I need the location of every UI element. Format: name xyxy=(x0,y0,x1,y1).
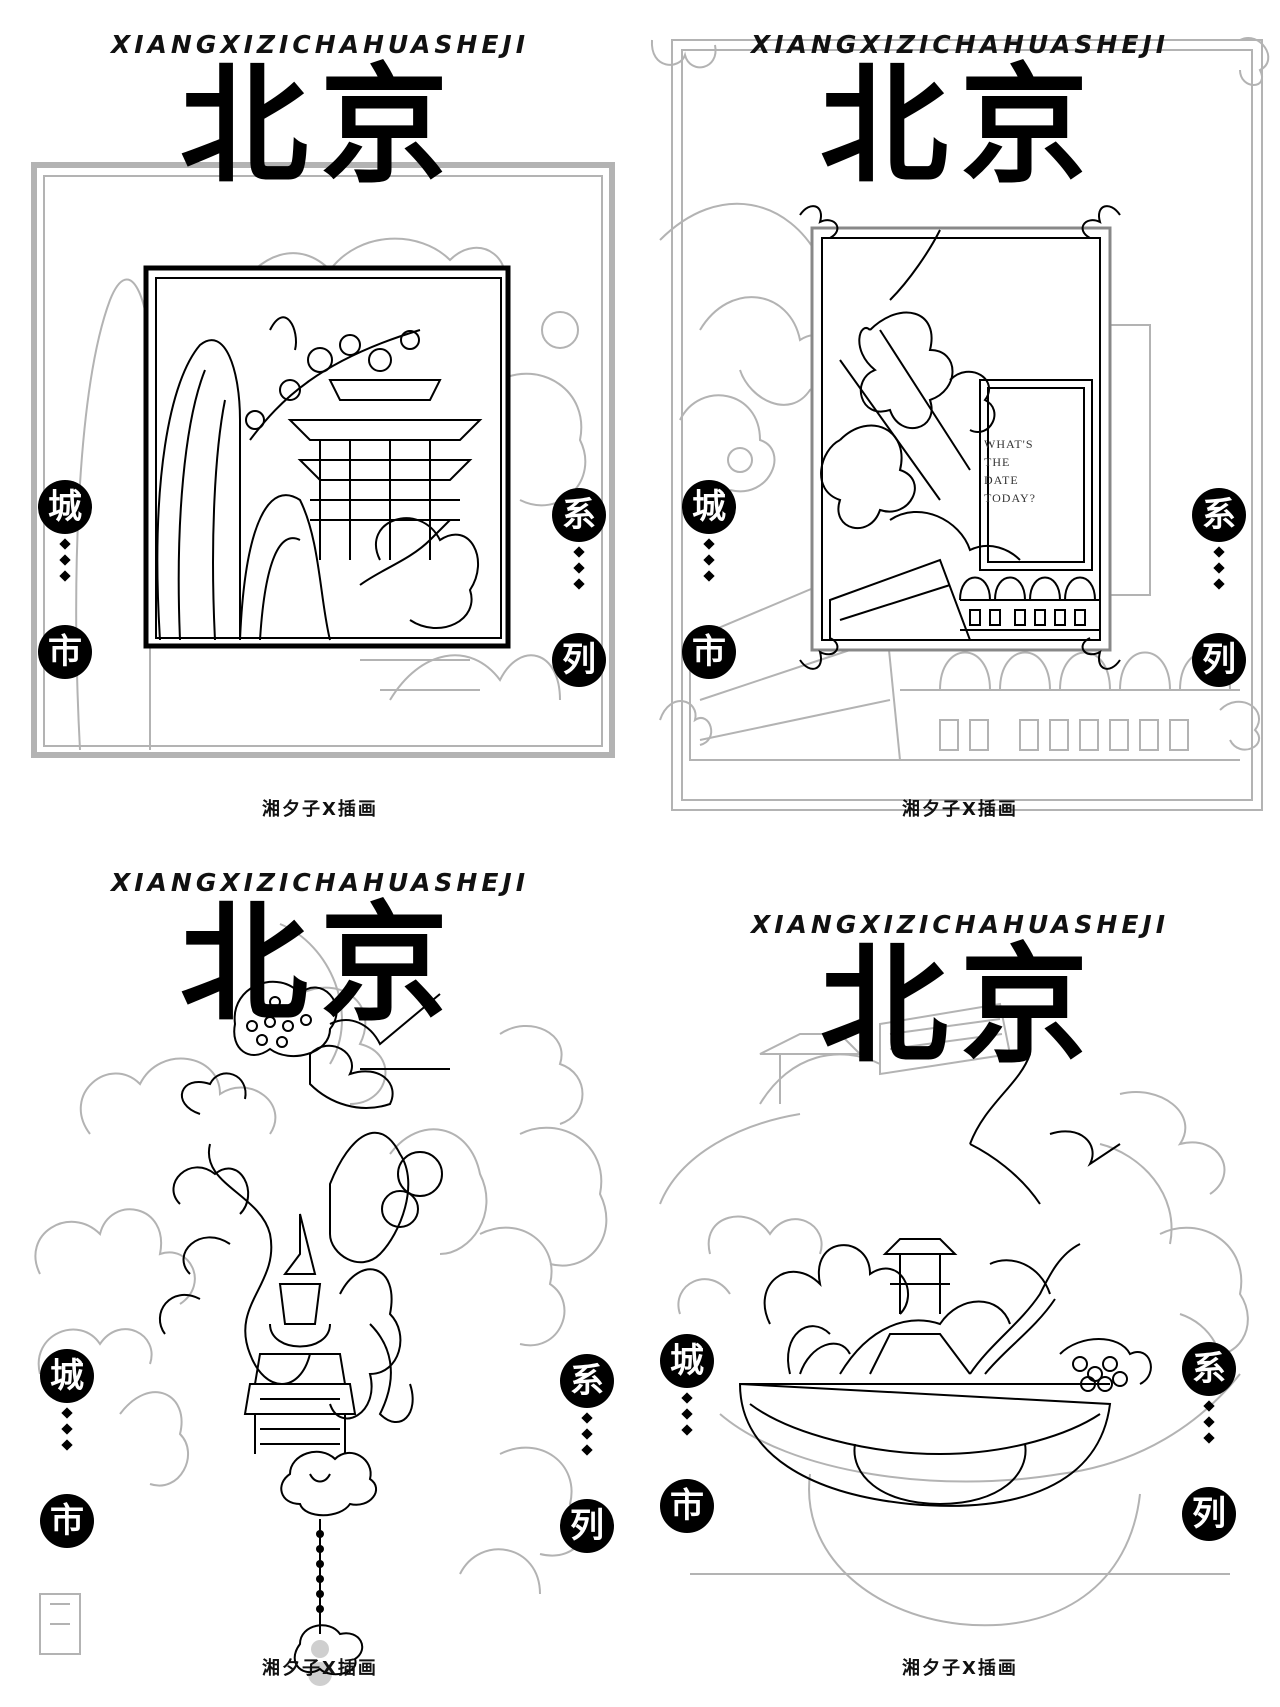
seal-connector-left xyxy=(61,1401,73,1457)
seal-left-top: 城 xyxy=(40,1349,94,1403)
seal-right-top: 系 xyxy=(560,1354,614,1408)
seal-left-bottom: 市 xyxy=(660,1479,714,1533)
poster-title: 北京 xyxy=(179,890,460,1039)
seal-connector-right xyxy=(1213,540,1225,596)
seal-right-bottom: 列 xyxy=(1182,1487,1236,1541)
poster-credit: 湘夕子X插画 xyxy=(902,799,1018,820)
seal-left-bottom: 市 xyxy=(682,625,736,679)
lotus-pagoda-illustration xyxy=(34,923,608,1686)
seal-right-top: 系 xyxy=(1182,1342,1236,1396)
seal-left-top: 城 xyxy=(660,1334,714,1388)
poster-title: 北京 xyxy=(819,932,1100,1081)
seal-right-top: 系 xyxy=(1192,488,1246,542)
seal-left-bottom: 市 xyxy=(40,1494,94,1548)
seal-right-bottom: 列 xyxy=(1192,633,1246,687)
poster-subtitle: XIANGXIZICHAHUASHEJI xyxy=(110,30,530,59)
poster-lotus: XIANGXIZICHAHUASHEJI 北京 城 市 系 列 湘夕子X插画 xyxy=(0,854,640,1707)
poster-credit: 湘夕子X插画 xyxy=(262,799,378,820)
seal-connector-right xyxy=(581,1406,593,1462)
seal-connector-left xyxy=(703,532,715,588)
date-card-line: DATE xyxy=(984,473,1019,487)
seal-connector-right xyxy=(1203,1394,1215,1450)
palace-illustration xyxy=(31,162,615,758)
date-card-line: WHAT'S xyxy=(984,437,1034,451)
seal-connector-left xyxy=(59,532,71,588)
poster-credit: 湘夕子X插画 xyxy=(262,1658,378,1679)
date-card-text: WHAT'S THE DATE TODAY? xyxy=(984,435,1036,507)
poster-great-wall: XIANGXIZICHAHUASHEJI 北京 城 市 系 列 湘夕子X插画 xyxy=(640,854,1280,1707)
date-card-line: TODAY? xyxy=(984,491,1037,505)
seal-right-top: 系 xyxy=(552,488,606,542)
seal-left-top: 城 xyxy=(38,480,92,534)
poster-credit: 湘夕子X插画 xyxy=(902,1658,1018,1679)
poster-flowers: WHAT'S THE DATE TODAY? XIANGXIZICHAHUASH… xyxy=(640,0,1280,853)
seal-connector-right xyxy=(573,540,585,596)
seal-left-top: 城 xyxy=(682,480,736,534)
poster-subtitle: XIANGXIZICHAHUASHEJI xyxy=(750,910,1170,939)
poster-subtitle: XIANGXIZICHAHUASHEJI xyxy=(110,868,530,897)
poster-title: 北京 xyxy=(179,52,460,201)
great-wall-illustration xyxy=(659,1002,1249,1627)
poster-palace: XIANGXIZICHAHUASHEJI 北京 城 市 系 列 湘夕子X插画 xyxy=(0,0,640,853)
seal-right-bottom: 列 xyxy=(560,1499,614,1553)
date-card-line: THE xyxy=(984,455,1011,469)
seal-right-bottom: 列 xyxy=(552,633,606,687)
seal-left-bottom: 市 xyxy=(38,625,92,679)
seal-connector-left xyxy=(681,1386,693,1442)
poster-subtitle: XIANGXIZICHAHUASHEJI xyxy=(750,30,1170,59)
poster-title: 北京 xyxy=(819,52,1100,201)
flower-frame-illustration xyxy=(650,37,1270,811)
